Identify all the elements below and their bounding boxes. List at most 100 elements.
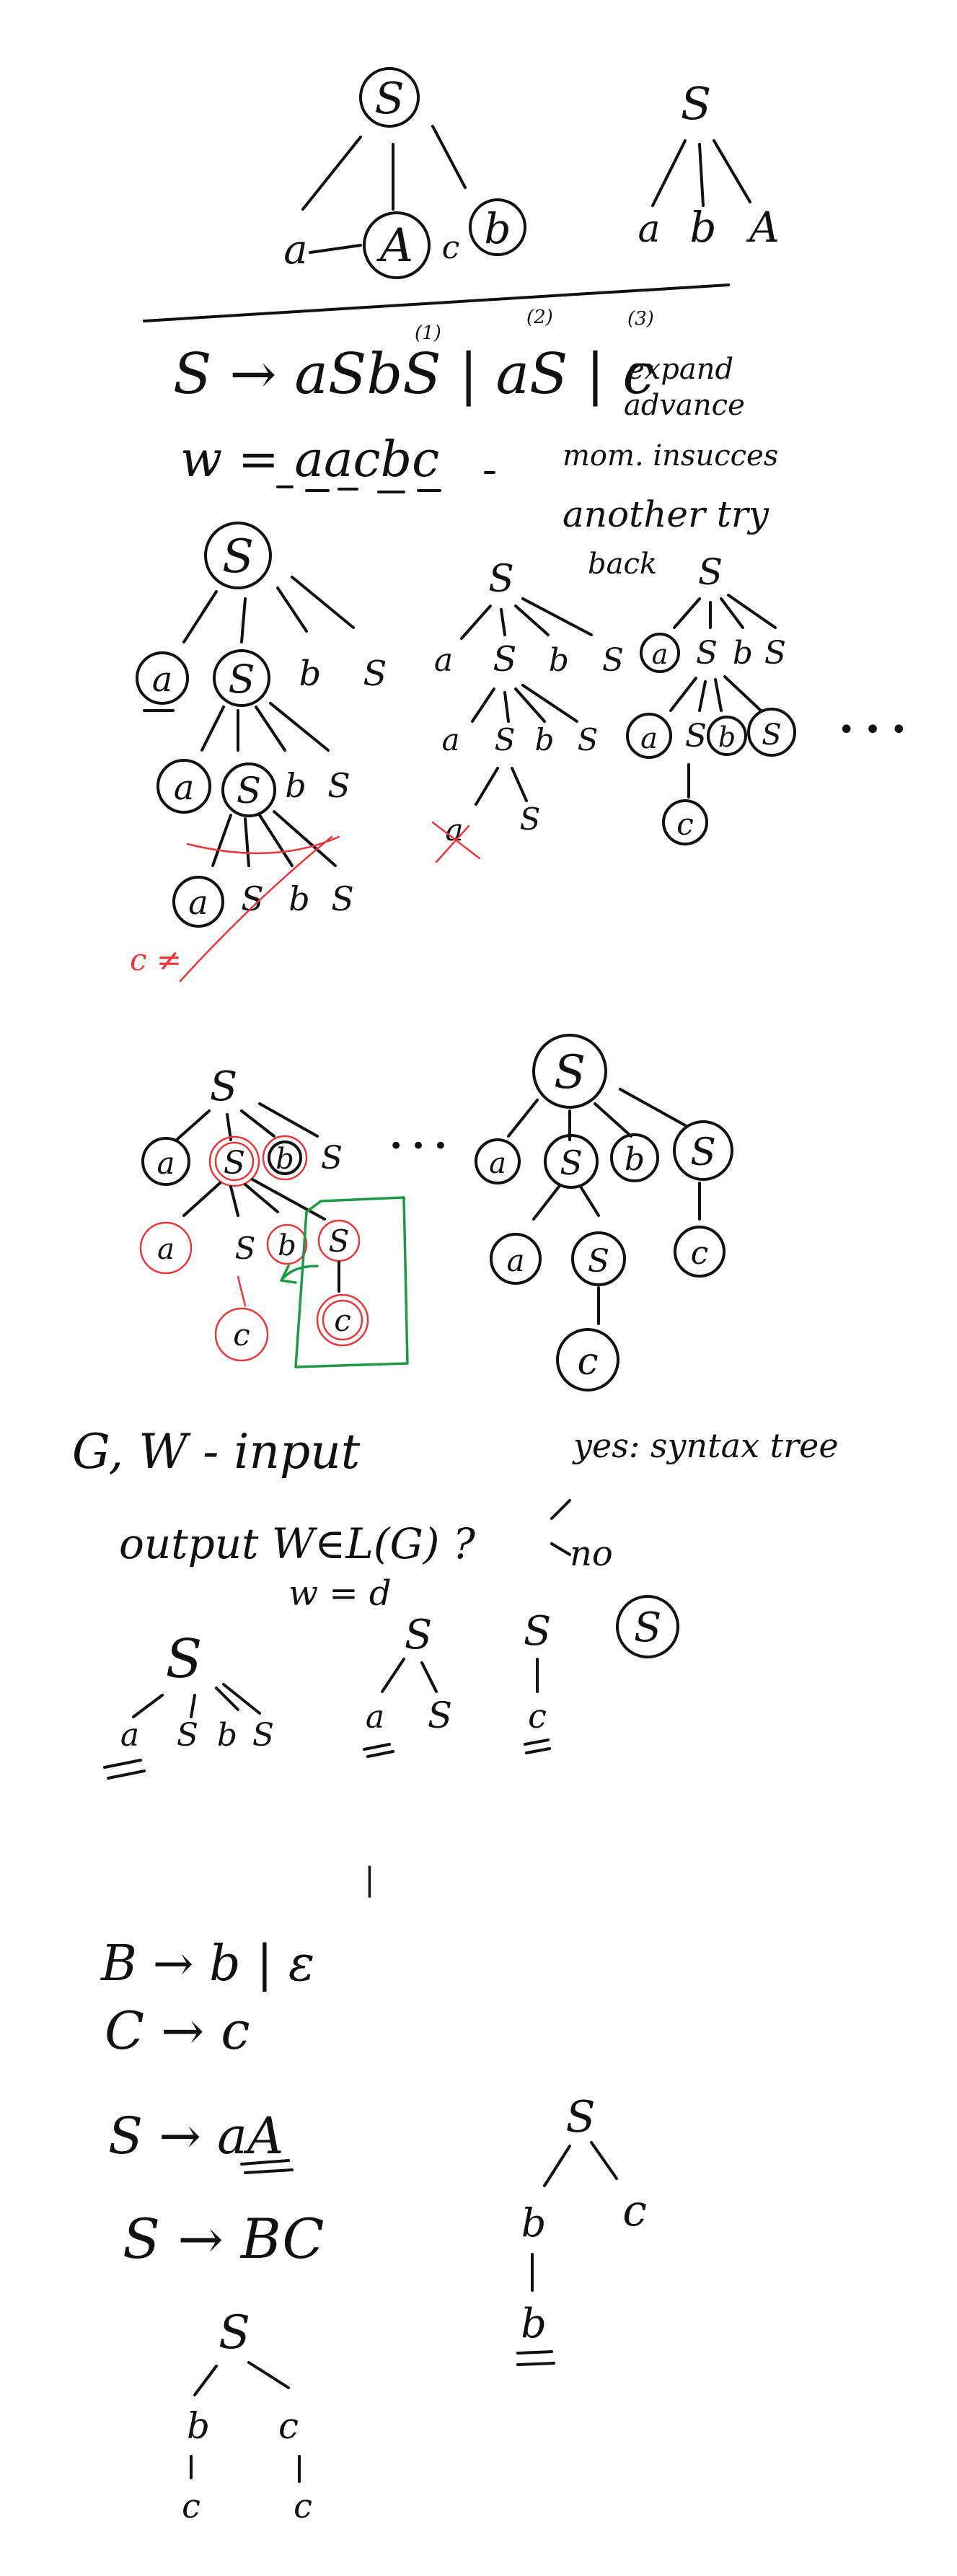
node-label: S	[764, 635, 786, 672]
node-circle	[475, 1138, 521, 1184]
edges	[193, 2361, 290, 2396]
edges	[190, 2455, 301, 2483]
node-label: b	[549, 642, 569, 679]
node-circle	[640, 633, 680, 673]
output-text: output W∈L(G) ?	[119, 1519, 476, 1568]
node-circle	[571, 1231, 626, 1286]
node-label: b	[535, 722, 555, 757]
sketch-tree-right: S a b A	[638, 77, 779, 252]
root-circle	[204, 522, 272, 589]
node-label: c	[294, 2487, 312, 2526]
node-label: S	[224, 1145, 245, 1182]
red-circle	[322, 1299, 363, 1341]
node-label: S	[252, 1717, 274, 1754]
leaf-label: a	[283, 227, 307, 273]
leaf-label: b	[689, 203, 716, 252]
node-label: S	[428, 1694, 452, 1736]
node-circle	[747, 708, 796, 757]
node-circle-bold	[707, 716, 747, 756]
red-circle	[214, 1141, 255, 1182]
derivation-tree-2: S a S b S a S b S a S	[431, 558, 624, 863]
node-label: a	[120, 1717, 139, 1754]
root-circle	[532, 1034, 607, 1109]
note-back: back	[588, 548, 657, 581]
node-label: S	[565, 2092, 595, 2142]
node-label: S	[602, 642, 624, 679]
node-label: b	[625, 1141, 645, 1178]
superscript-1: (1)	[415, 322, 441, 344]
node-label: S	[374, 74, 404, 124]
node-label: S	[321, 1140, 343, 1177]
double-underline	[516, 2350, 555, 2366]
node-label: a	[366, 1699, 384, 1736]
node-label: b	[718, 721, 736, 753]
node-label: a	[640, 722, 658, 755]
node-label: a	[188, 883, 208, 922]
node-label: a	[506, 1243, 524, 1278]
root-circle	[359, 67, 420, 128]
node-circle	[544, 1134, 599, 1189]
node-label: a	[434, 642, 453, 679]
node-label: S	[762, 718, 781, 752]
leaf-label: A	[746, 203, 780, 252]
node-circle	[673, 1120, 733, 1181]
red-circle	[214, 1307, 269, 1362]
leaf-label: c	[442, 229, 460, 266]
node-label: a	[441, 722, 459, 757]
node-circle	[674, 1226, 726, 1278]
node-label: b	[278, 1229, 296, 1262]
grammar-rule: S → aSbS | aS | c	[173, 342, 654, 407]
node-label: S	[493, 639, 517, 680]
node-circle	[221, 762, 276, 817]
node-label: a	[652, 638, 669, 670]
leaf-label: b	[484, 204, 511, 253]
node-label: S	[329, 1223, 350, 1259]
double-underline	[103, 1759, 146, 1780]
node-label: c	[334, 1303, 351, 1338]
node-circle	[141, 1137, 190, 1186]
red-edge	[237, 1275, 247, 1307]
node-label: b	[217, 1717, 237, 1754]
node-label: S	[524, 1608, 551, 1655]
node-circle	[172, 876, 224, 928]
grammar-block: S → aSbS | aS | c (1) (2) (3) w = aacbc …	[173, 307, 778, 581]
node-circle	[626, 713, 672, 759]
red-circle	[139, 1221, 193, 1275]
edges	[532, 1182, 701, 1221]
rule-s-BC: S → BC	[123, 2207, 324, 2271]
node-circle	[363, 211, 431, 279]
backtrack-tree-left: S a S b S • • • a S b S c c	[139, 1063, 448, 1368]
node-label: S	[696, 635, 718, 672]
leaf-label: A	[376, 219, 413, 273]
node-label: S	[634, 1604, 661, 1651]
sketch-tree-left: S a A c b	[283, 67, 526, 279]
node-label: S	[690, 1131, 716, 1174]
superscript-3: (3)	[627, 308, 654, 330]
node-label: S	[578, 722, 599, 757]
node-label: c	[233, 1317, 250, 1353]
word: w = aacbc	[180, 431, 439, 488]
node-circle	[556, 1328, 619, 1392]
node-label: S	[560, 1143, 583, 1182]
edges	[669, 675, 762, 712]
node-label: S	[588, 1243, 609, 1280]
node-label: S	[685, 718, 707, 755]
branch-marks	[550, 1499, 571, 1556]
edges	[211, 810, 337, 867]
node-label: a	[489, 1147, 506, 1180]
edges	[543, 2141, 618, 2187]
node-label: b	[275, 1143, 294, 1176]
strike-lines	[179, 835, 340, 983]
node-label: S	[222, 530, 254, 584]
edges	[182, 1178, 326, 1221]
node-circle	[610, 1133, 659, 1182]
red-circle	[262, 1135, 308, 1181]
node-label: a	[174, 768, 195, 808]
green-box	[294, 1196, 409, 1368]
node-label: b	[521, 2300, 547, 2347]
node-label: S	[331, 879, 354, 918]
double-underline	[363, 1743, 394, 1758]
node-label: S	[698, 551, 723, 593]
edges	[507, 1088, 687, 1141]
node-label: a	[157, 1233, 175, 1266]
